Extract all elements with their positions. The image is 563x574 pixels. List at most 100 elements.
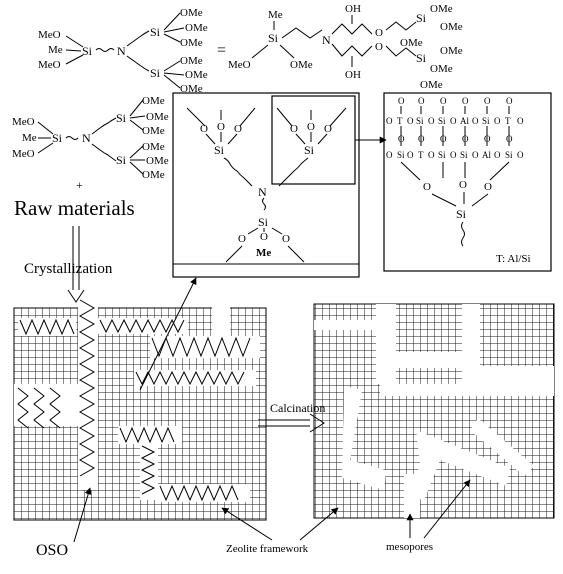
mesopores-arrow-right xyxy=(423,479,471,539)
c-o-8: O xyxy=(260,231,268,243)
top-me: Me xyxy=(48,44,63,56)
top-si-lower: Si xyxy=(150,66,161,80)
mid-meo-2: MeO xyxy=(12,148,35,160)
mid-meo-1: MeO xyxy=(12,116,35,128)
c-o-3: O xyxy=(234,123,242,135)
r-o-mid-1: O xyxy=(398,134,405,144)
raw-materials-label: Raw materials xyxy=(14,196,135,220)
top-molecule-schematic: MeO Me MeO Si N Si Si OMe OMe OMe OMe OM… xyxy=(38,3,463,95)
r2-si1: Si xyxy=(397,150,405,160)
top-ome-1: OMe xyxy=(180,7,203,19)
c-o-2: O xyxy=(217,121,225,133)
c-si-bottom: Si xyxy=(258,215,269,229)
t-legend: T: Al/Si xyxy=(496,253,531,265)
r1-o5: O xyxy=(494,116,501,126)
top-ome-5: OMe xyxy=(185,69,208,81)
detail-arrow xyxy=(139,277,197,391)
crystallization-label: Crystallization xyxy=(24,261,113,277)
r2-al: Al xyxy=(482,150,491,160)
r1-o3: O xyxy=(450,116,457,126)
c-o-7: O xyxy=(238,233,246,245)
equals-sign: = xyxy=(217,42,226,59)
r1-t2: T xyxy=(505,116,511,126)
sf-si-lower: Si xyxy=(416,51,427,65)
top-ome-6: OMe xyxy=(180,83,203,95)
oso-arrow xyxy=(73,487,92,543)
mid-ome-5: OMe xyxy=(146,155,169,167)
oso-label: OSO xyxy=(36,542,68,559)
top-si-left: Si xyxy=(82,44,93,58)
r1-si1: Si xyxy=(416,116,424,126)
r-o-top-5: O xyxy=(484,96,491,106)
mid-si-upper: Si xyxy=(116,111,127,125)
top-meo-1: MeO xyxy=(38,29,61,41)
mid-ome-3: OMe xyxy=(142,125,165,137)
mid-ome-2: OMe xyxy=(146,111,169,123)
r1-o4: O xyxy=(472,116,479,126)
r-o-top-4: O xyxy=(462,96,469,106)
c-o-6: O xyxy=(324,123,332,135)
sf-meo: MeO xyxy=(228,59,251,71)
r2-o1: O xyxy=(407,150,414,160)
calcination-label: Calcination xyxy=(270,401,325,415)
top-si-upper: Si xyxy=(150,25,161,39)
sf-oh-1: OH xyxy=(345,3,361,15)
mesoporous-zeolite-grid xyxy=(313,303,555,519)
mid-ome-4: OMe xyxy=(142,141,165,153)
r-o-top-2: O xyxy=(418,96,425,106)
r2-o2: O xyxy=(428,150,435,160)
sf-o-2: O xyxy=(375,41,383,53)
r1-o6: O xyxy=(517,116,524,126)
sf-o-1: O xyxy=(375,27,383,39)
r2-o0: O xyxy=(386,150,393,160)
mid-me: Me xyxy=(22,132,37,144)
c-o-4: O xyxy=(290,123,298,135)
c-si-left: Si xyxy=(214,143,225,157)
r-o-top-3: O xyxy=(440,96,447,106)
sf-oh-2: OH xyxy=(345,69,361,81)
r-o-mid-3: O xyxy=(440,134,447,144)
r2-o4: O xyxy=(472,150,479,160)
r-o-low-1: O xyxy=(423,181,431,193)
r2-si4: Si xyxy=(505,150,513,160)
sf-n: N xyxy=(322,33,331,47)
c-o-5: O xyxy=(307,121,315,133)
c-o-9: O xyxy=(282,233,290,245)
sf-me: Me xyxy=(268,9,283,21)
top-ome-4: OMe xyxy=(180,55,203,67)
r2-o5: O xyxy=(494,150,501,160)
sf-ome-4: OMe xyxy=(440,45,463,57)
c-o-1: O xyxy=(200,123,208,135)
plus-sign: + xyxy=(76,178,83,192)
top-ome-2: OMe xyxy=(185,22,208,34)
zoom-region xyxy=(271,95,356,185)
mid-ome-6: OMe xyxy=(142,169,165,181)
oso-zeolite-grid xyxy=(13,299,267,521)
mid-si-left: Si xyxy=(52,131,63,145)
c-me-bold: Me xyxy=(256,247,271,259)
r1-t1: T xyxy=(397,116,403,126)
sf-ome-2: OMe xyxy=(440,21,463,33)
r2-si3: Si xyxy=(460,150,468,160)
left-molecule-schematic: MeO Me MeO Si N Si Si OMe OMe OMe OMe OM… xyxy=(12,95,169,303)
r1-si2: Si xyxy=(438,116,446,126)
r-o-mid-6: O xyxy=(506,134,513,144)
r-o-low-3: O xyxy=(484,181,492,193)
top-meo-2: MeO xyxy=(38,59,61,71)
r2-o6: O xyxy=(517,150,524,160)
mesopores-label: mesopores xyxy=(386,541,433,553)
top-n: N xyxy=(117,44,126,58)
sf-ome-5: OMe xyxy=(430,63,453,75)
r1-si3: Si xyxy=(482,116,490,126)
r-o-mid-2: O xyxy=(418,134,425,144)
r-o-mid-5: O xyxy=(484,134,491,144)
r2-si2: Si xyxy=(438,150,446,160)
mid-n: N xyxy=(82,131,91,145)
r-o-mid-4: O xyxy=(462,134,469,144)
sf-si-upper: Si xyxy=(416,11,427,25)
r1-al: Al xyxy=(460,116,469,126)
top-ome-3: OMe xyxy=(180,37,203,49)
r-o-low-2: O xyxy=(459,179,467,191)
r1-o1: O xyxy=(407,116,414,126)
